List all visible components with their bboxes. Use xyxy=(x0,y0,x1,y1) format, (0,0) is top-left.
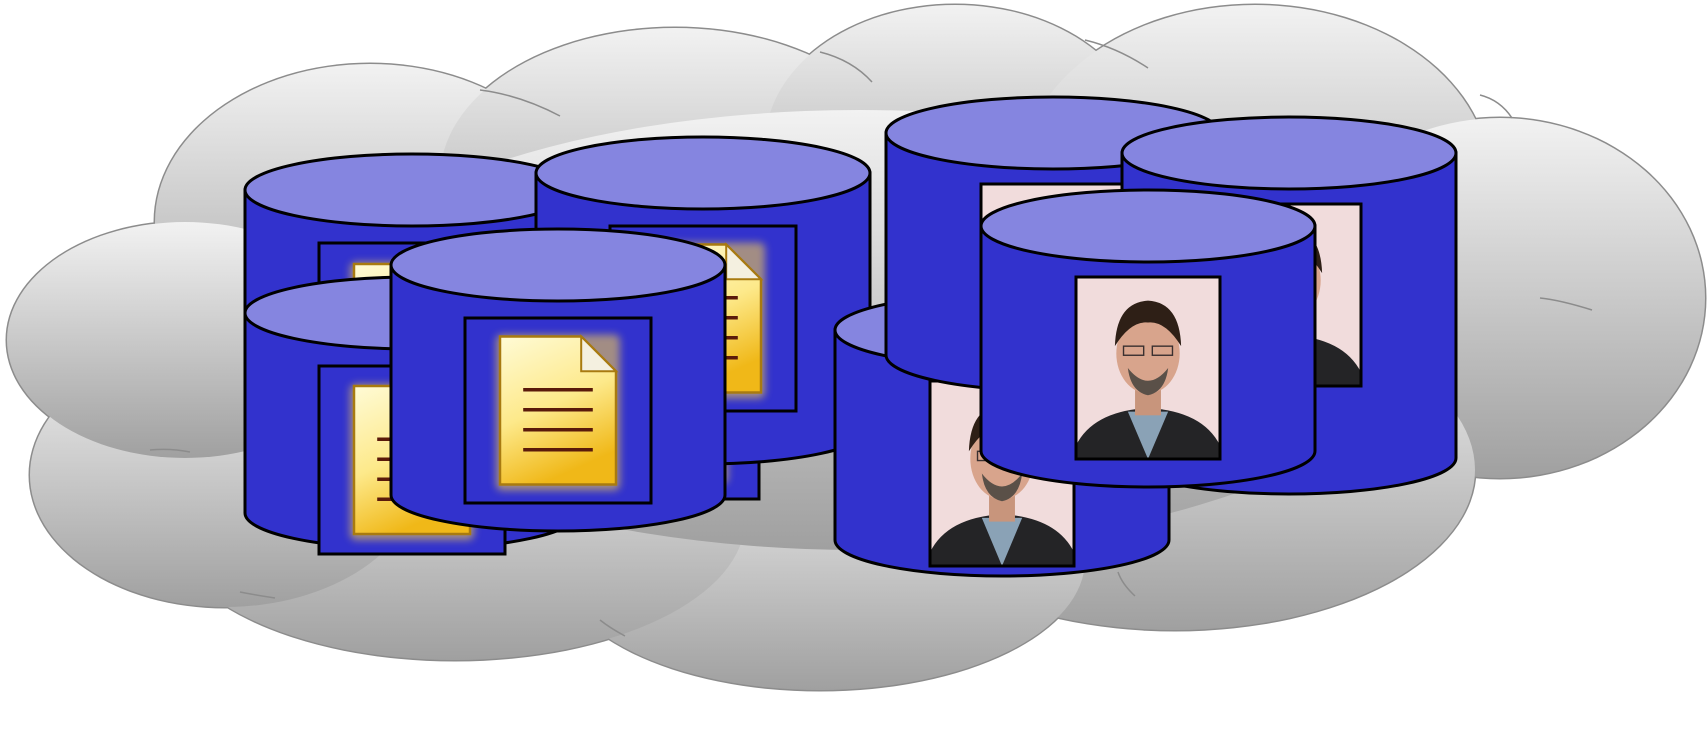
database-cylinder xyxy=(389,227,727,533)
cloud-seam xyxy=(819,51,873,83)
cloud-seam xyxy=(1084,39,1149,69)
person-photo xyxy=(1076,277,1220,459)
document-icon xyxy=(496,334,620,491)
content-frame xyxy=(1074,275,1222,461)
cylinder-top xyxy=(389,227,727,303)
cloud-seam xyxy=(1539,297,1593,311)
cloud-seam xyxy=(479,89,561,117)
cloud-seam xyxy=(149,448,191,453)
cylinder-top xyxy=(1120,115,1458,191)
database-cylinders xyxy=(243,95,1458,578)
database-cylinder xyxy=(979,188,1317,489)
cloud-seam xyxy=(239,591,276,599)
cylinder-top xyxy=(979,188,1317,264)
cloud-seam xyxy=(1117,571,1136,597)
cylinder-top xyxy=(243,152,581,228)
cloud-seam xyxy=(1479,94,1513,119)
cloud-seam xyxy=(599,619,626,637)
cylinder-top xyxy=(534,135,872,211)
